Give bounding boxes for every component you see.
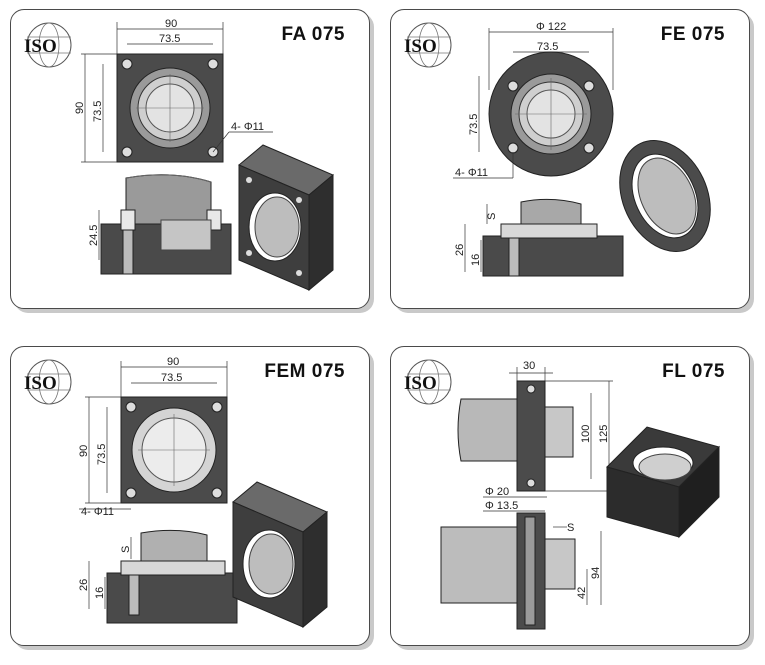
panel-title: FA 075 [281, 24, 345, 45]
panel-title: FL 075 [662, 361, 725, 382]
iso-logo-text: ISO [24, 373, 57, 394]
dim-holes: 4- Φ11 [81, 506, 114, 518]
dim-h1: 26 [454, 244, 466, 256]
dim-width-inner: 73.5 [537, 41, 558, 53]
dim-diameter: Φ 122 [536, 21, 566, 33]
dim-h100: 100 [580, 425, 592, 443]
dim-s: S [120, 546, 132, 553]
dim-width-inner: 73.5 [159, 33, 180, 45]
iso-logo-text: ISO [404, 373, 437, 394]
panel-fa075: ISO FA 075 90 73.5 90 73.5 4- Φ11 [10, 9, 370, 309]
dim-d20: Φ 20 [485, 486, 509, 498]
panel-fem075: ISO FEM 075 90 73.5 90 73.5 4- Φ11 26 1 [10, 346, 370, 646]
dim-h2: 16 [94, 587, 106, 599]
dim-holes: 4- Φ11 [231, 121, 264, 133]
panel-title: FE 075 [660, 24, 725, 45]
dim-h2: 16 [470, 254, 482, 266]
iso-logo: ISO [404, 22, 452, 68]
iso-logo: ISO [24, 22, 72, 68]
dim-h94: 94 [590, 567, 602, 579]
dim-height-inner: 73.5 [92, 101, 104, 122]
fl075-drawing: 30 100 125 Φ 20 Φ 13.5 S 94 42 [440, 360, 720, 630]
dim-h42: 42 [576, 587, 588, 599]
dim-h1: 26 [78, 579, 90, 591]
iso-logo-text: ISO [404, 36, 437, 57]
panel-fl075: ISO FL 075 30 100 125 Φ 20 Φ 13.5 S 94 4… [390, 346, 750, 646]
dim-section: 24.5 [88, 225, 100, 246]
dim-height-inner: 73.5 [96, 444, 108, 465]
dim-d13: Φ 13.5 [485, 500, 518, 512]
dim-height-inner: 73.5 [468, 114, 480, 135]
fa075-drawing: 90 73.5 90 73.5 4- Φ11 24.5 [74, 18, 334, 292]
dim-s: S [567, 522, 574, 534]
dim-height-outer: 90 [74, 102, 86, 114]
iso-logo: ISO [24, 359, 72, 405]
iso-logo-text: ISO [24, 36, 57, 57]
fem075-drawing: 90 73.5 90 73.5 4- Φ11 26 16 S [78, 356, 328, 629]
dim-width-inner: 73.5 [161, 372, 182, 384]
iso-logo: ISO [404, 359, 452, 405]
dim-h125: 125 [598, 425, 610, 443]
dim-s: S [486, 213, 498, 220]
panel-title: FEM 075 [264, 361, 345, 382]
dim-width-outer: 90 [167, 356, 179, 368]
dim-height-outer: 90 [78, 445, 90, 457]
dim-holes: 4- Φ11 [455, 167, 488, 179]
dim-width: 30 [523, 360, 535, 372]
dim-width-outer: 90 [165, 18, 177, 30]
panel-fe075: ISO FE 075 Φ 122 73.5 73.5 4- Φ11 26 16 … [390, 9, 750, 309]
fe075-drawing: Φ 122 73.5 73.5 4- Φ11 26 16 S [453, 21, 711, 277]
